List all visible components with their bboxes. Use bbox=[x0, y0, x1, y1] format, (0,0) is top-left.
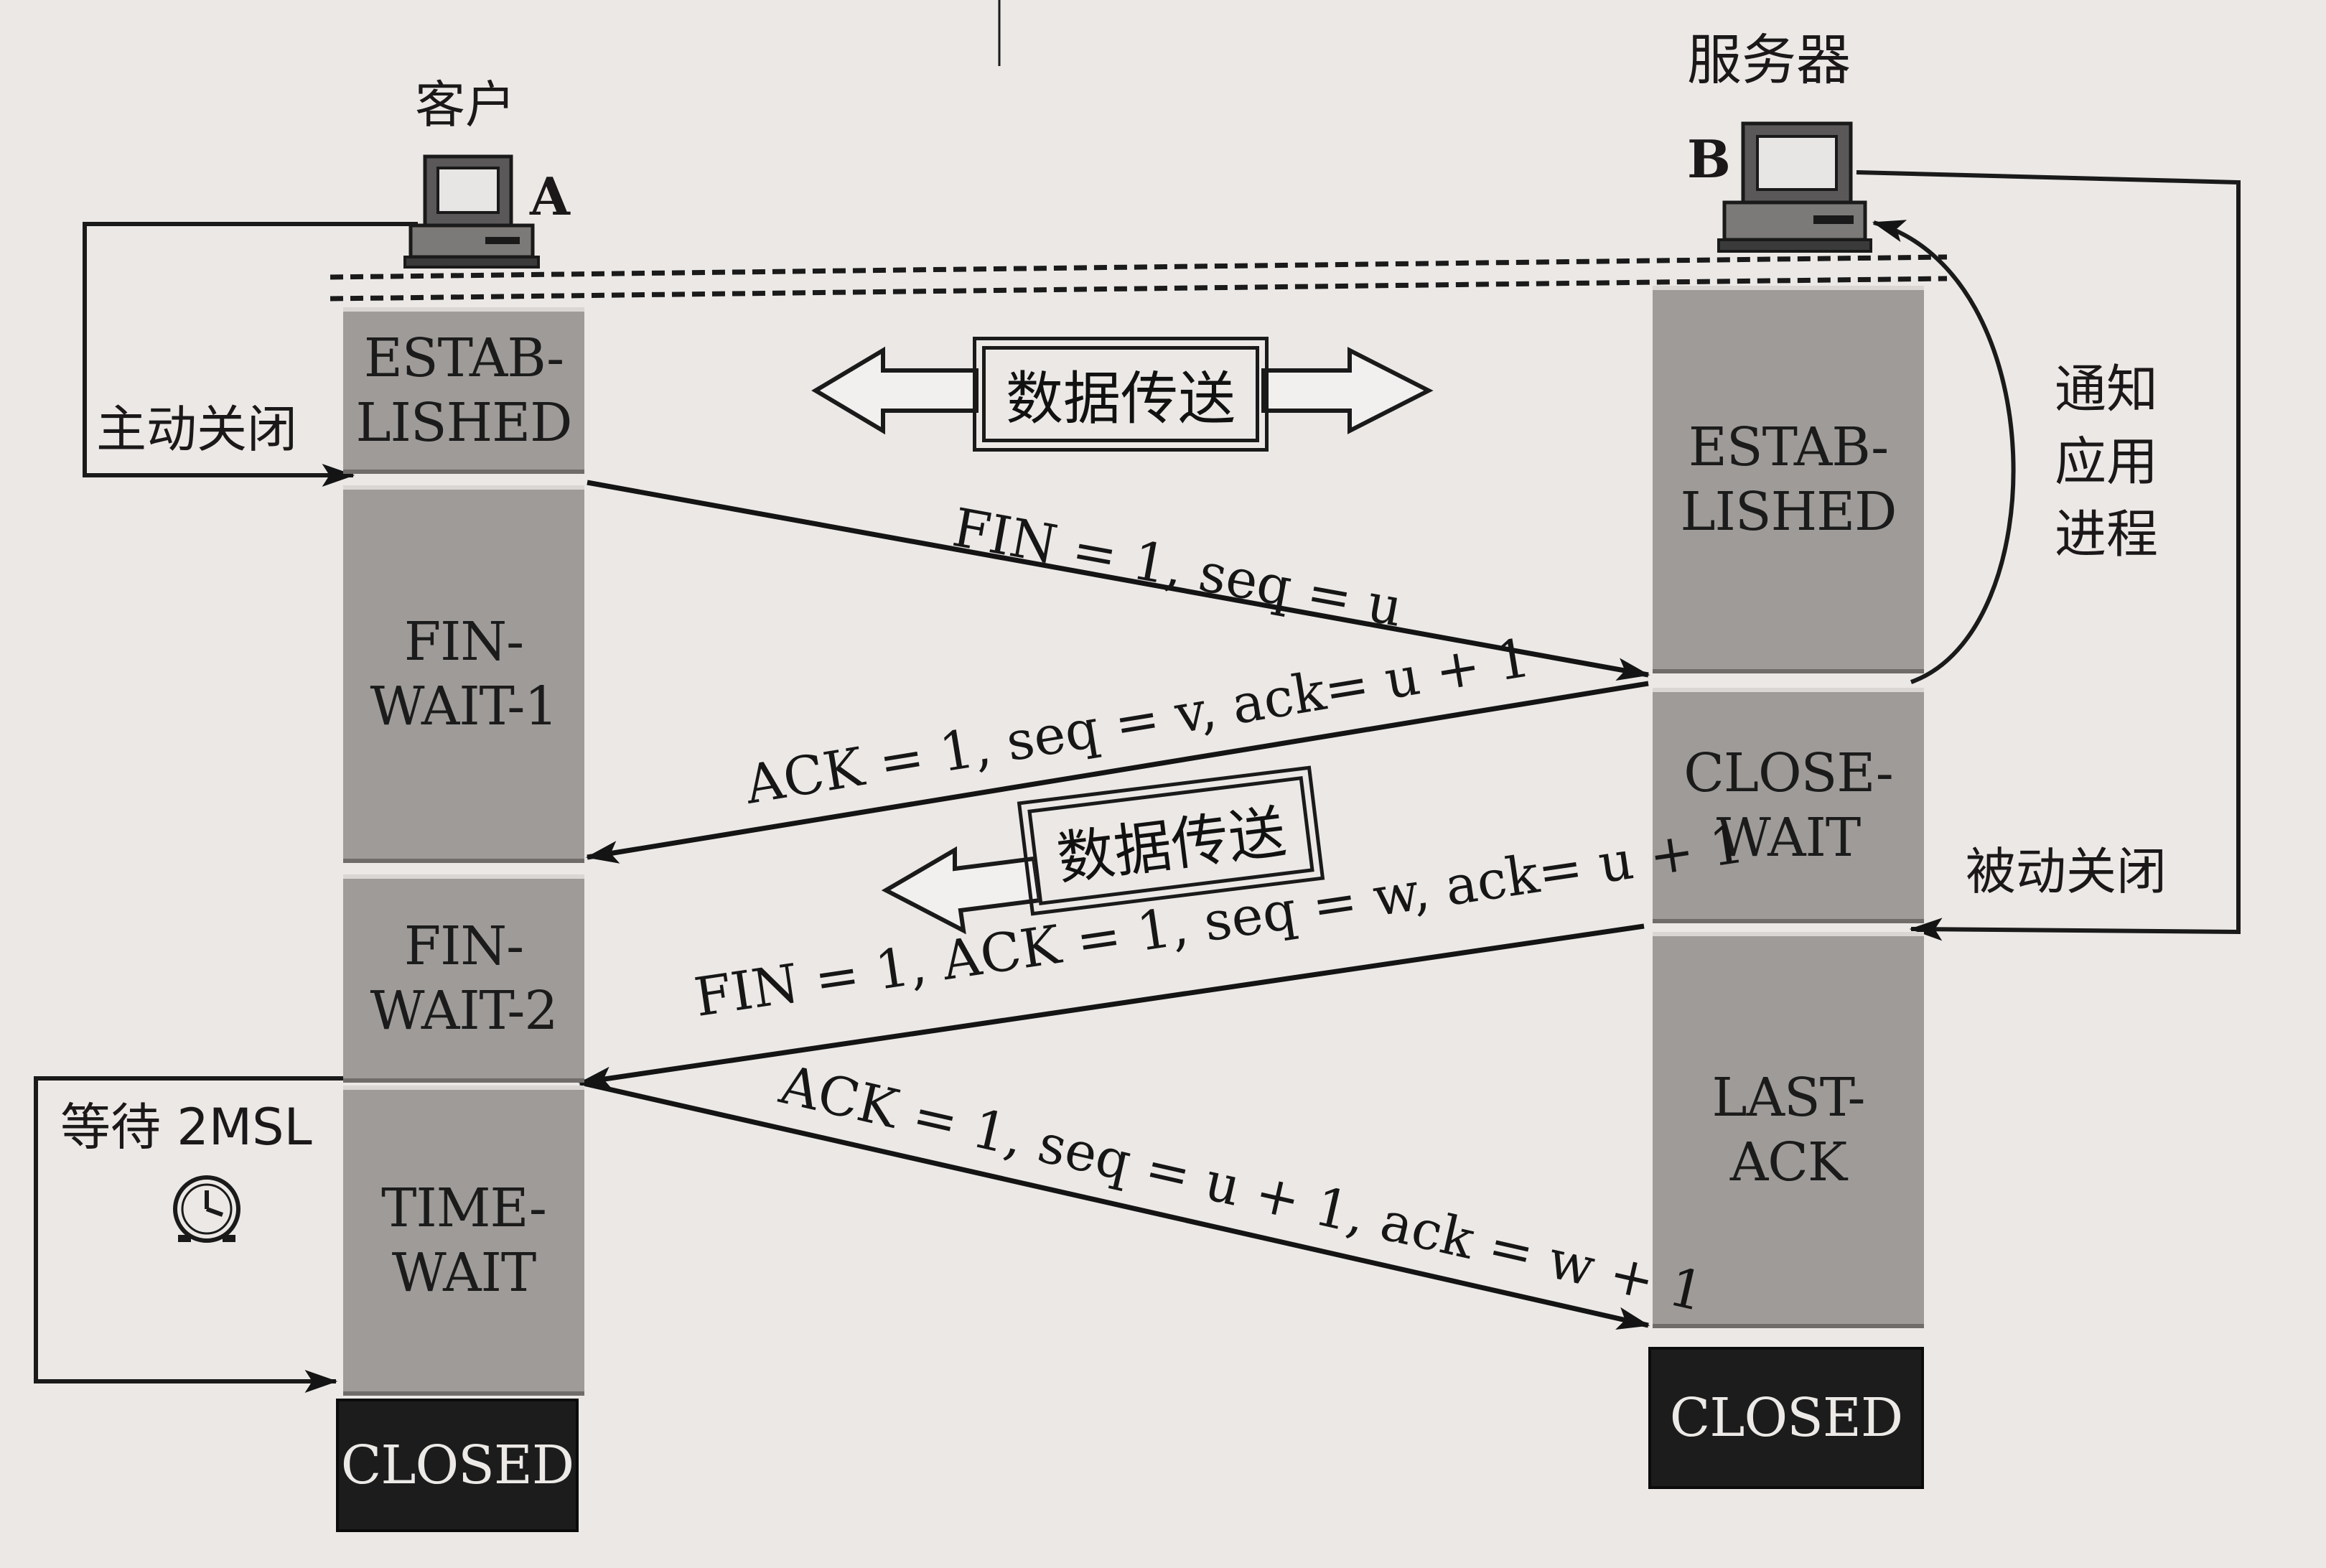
ack1-arrow bbox=[585, 681, 1649, 864]
server-state-closed: CLOSED bbox=[1648, 1347, 1924, 1489]
active-close-label: 主动关闭 bbox=[96, 400, 297, 459]
client-state-established: ESTAB- LISHED bbox=[343, 307, 584, 474]
notify-app-arrow bbox=[1872, 220, 2016, 684]
server-state-established: ESTAB- LISHED bbox=[1653, 286, 1924, 673]
data-transfer-box-top: 数据传送 bbox=[973, 337, 1269, 452]
wait-2msl-label: 等待 2MSL bbox=[60, 1098, 312, 1157]
passive-close-path bbox=[1856, 170, 2241, 941]
server-title: 服务器 bbox=[1687, 28, 1851, 92]
client-state-fin-wait-1: FIN- WAIT-1 bbox=[343, 485, 584, 863]
client-letter: A bbox=[530, 166, 570, 227]
client-title: 客户 bbox=[415, 75, 515, 134]
passive-close-label: 被动关闭 bbox=[1966, 842, 2167, 901]
fin1-arrow bbox=[587, 480, 1650, 681]
fin2-arrow bbox=[578, 923, 1645, 1090]
server-letter: B bbox=[1687, 129, 1731, 190]
active-close-path bbox=[83, 222, 418, 487]
client-state-fin-wait-2: FIN- WAIT-2 bbox=[343, 874, 584, 1083]
server-state-last-ack: LAST- ACK bbox=[1653, 932, 1924, 1328]
connection-dashed-lines bbox=[330, 254, 1948, 302]
data-transfer-double-arrow bbox=[811, 346, 1434, 435]
client-state-time-wait: TIME- WAIT bbox=[343, 1086, 584, 1396]
wait-2msl-path bbox=[34, 1076, 574, 1393]
desktop-computer-icon bbox=[1717, 121, 1872, 253]
client-state-closed: CLOSED bbox=[336, 1399, 579, 1532]
desktop-computer-icon bbox=[403, 154, 540, 269]
server-state-close-wait: CLOSE- WAIT bbox=[1653, 688, 1924, 923]
clock-icon bbox=[173, 1175, 240, 1243]
data-transfer-left-arrow bbox=[881, 846, 1042, 935]
ack2-arrow bbox=[579, 1080, 1650, 1330]
notify-app-label: 通知 应用 进程 bbox=[2055, 359, 2159, 564]
